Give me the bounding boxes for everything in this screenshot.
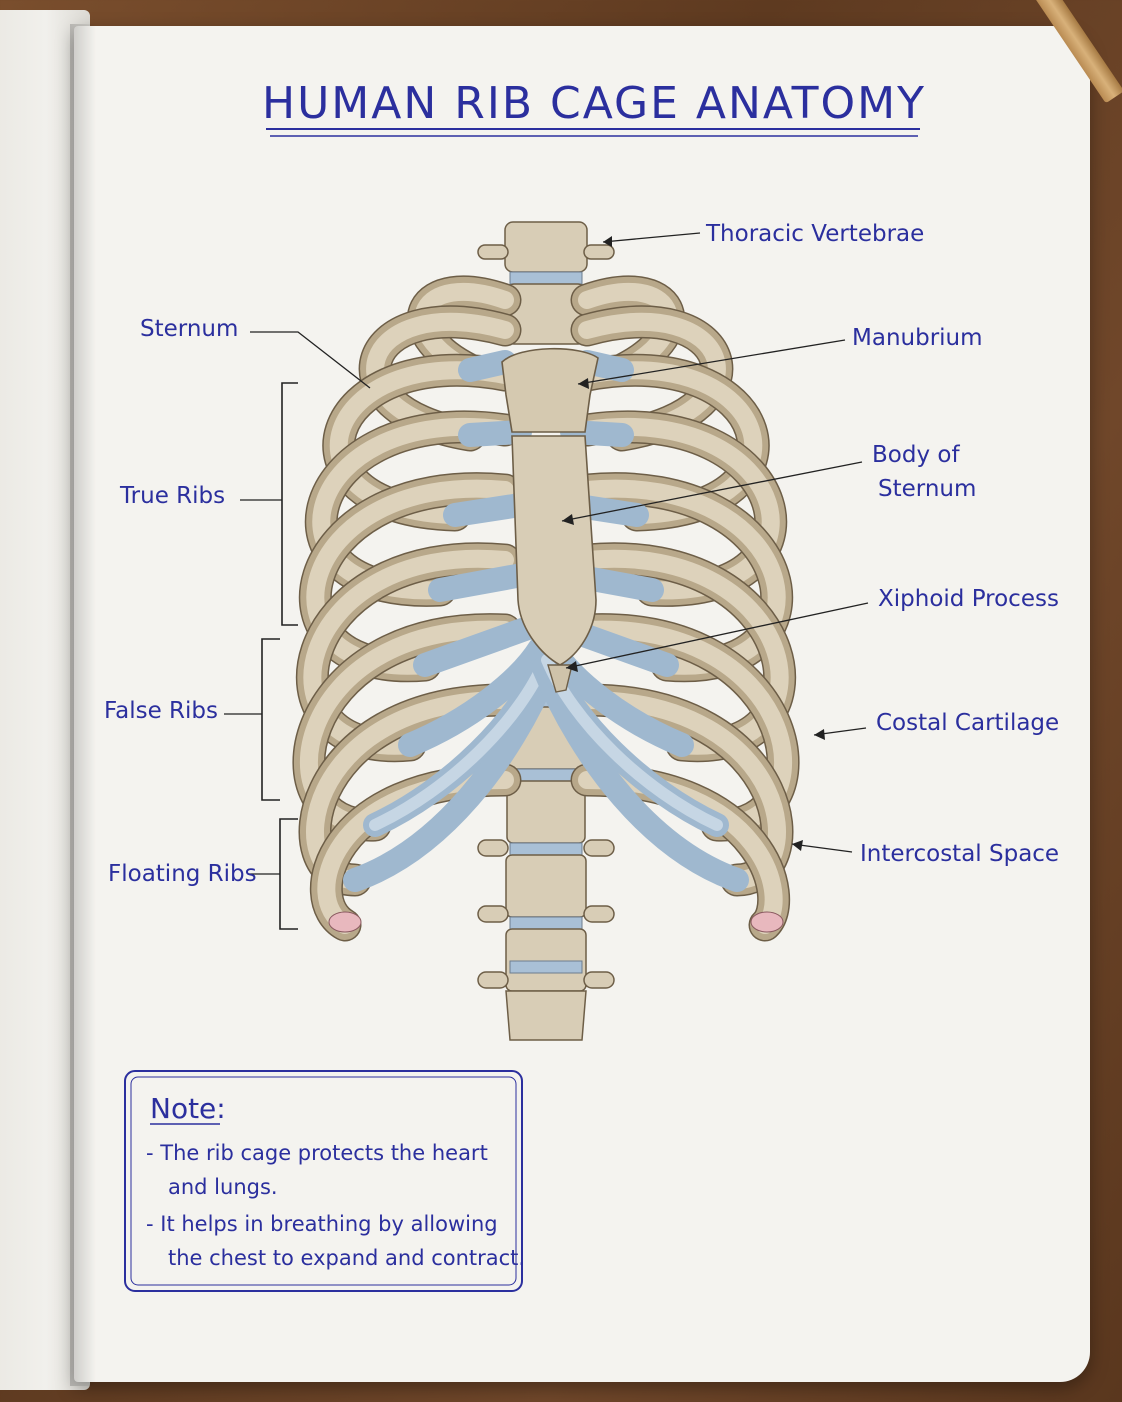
disc <box>509 916 583 930</box>
label-false-ribs: False Ribs <box>104 698 218 724</box>
bracket-floating-ribs <box>279 818 298 930</box>
vertebra <box>504 221 588 273</box>
label-floating-ribs: Floating Ribs <box>108 861 257 887</box>
rib-cage-illustration <box>292 221 800 1041</box>
sternum <box>501 347 599 693</box>
page-title: HUMAN RIB CAGE ANATOMY <box>262 78 926 129</box>
floating-rib-tip <box>328 911 362 933</box>
arrowhead <box>792 840 803 851</box>
arrowhead <box>562 514 574 525</box>
transverse-process <box>583 971 615 989</box>
transverse-process <box>583 839 615 857</box>
leader-xiphoid-process <box>565 602 869 669</box>
note-border <box>124 1070 523 1292</box>
transverse-process <box>477 839 509 857</box>
note-border-inner <box>130 1076 517 1286</box>
vertebra <box>505 854 587 918</box>
label-body-of-sternum-line1: Body of <box>872 442 960 468</box>
vertebra <box>505 928 587 992</box>
leader-thoracic-vertebrae <box>602 232 701 243</box>
label-sternum: Sternum <box>140 316 238 342</box>
disc <box>509 271 583 285</box>
label-intercostal-space: Intercostal Space <box>860 841 1059 867</box>
transverse-process <box>477 905 509 923</box>
manubrium <box>501 347 599 433</box>
leader-body-of-sternum <box>561 461 863 522</box>
cartilage-highlight <box>369 654 551 831</box>
spine <box>477 221 615 1041</box>
left-ribs <box>292 275 522 942</box>
vertebra <box>506 780 586 844</box>
arrowhead <box>566 661 578 672</box>
arrowhead <box>603 236 612 247</box>
cartilage-segment <box>443 493 532 527</box>
label-manubrium: Manubrium <box>852 325 983 351</box>
rib <box>578 620 793 835</box>
xiphoid-process <box>547 664 573 693</box>
arrowhead <box>578 378 589 389</box>
transverse-process <box>583 244 615 260</box>
leader-sternum <box>250 331 371 389</box>
leader-manubrium <box>577 339 846 385</box>
rib <box>299 620 514 835</box>
labels: Thoracic Vertebrae Sternum Manubrium Bod… <box>104 221 1059 887</box>
note-line-4: the chest to expand and contract. <box>168 1246 525 1270</box>
transverse-process <box>477 971 509 989</box>
cartilage-segment <box>343 656 560 892</box>
disc <box>509 842 583 856</box>
cartilage-segment <box>413 616 540 677</box>
cartilage-segment <box>532 656 749 892</box>
bracket-true-ribs <box>281 382 298 626</box>
disc <box>509 960 583 974</box>
label-body-of-sternum-line2: Sternum <box>878 476 976 502</box>
notebook-gutter <box>70 24 96 1386</box>
label-true-ribs: True Ribs <box>119 483 225 509</box>
right-ribs <box>570 275 800 942</box>
vertebra-base <box>505 990 587 1041</box>
cartilage-segment <box>398 636 552 757</box>
label-costal-cartilage: Costal Cartilage <box>876 710 1059 736</box>
cartilage-segment <box>458 350 517 382</box>
label-thoracic-vertebrae: Thoracic Vertebrae <box>705 221 924 247</box>
annotation-lines <box>224 232 869 930</box>
floating-rib-tip <box>750 911 784 933</box>
transverse-process <box>583 905 615 923</box>
cartilage-segment <box>428 563 534 602</box>
label-xiphoid-process: Xiphoid Process <box>878 586 1059 612</box>
note-line-2: and lungs. <box>168 1175 278 1199</box>
transverse-process <box>477 244 509 260</box>
note-box: Note: - The rib cage protects the heart … <box>124 1070 525 1292</box>
note-heading: Note: <box>150 1092 226 1125</box>
bracket-false-ribs <box>261 638 280 801</box>
arrowhead <box>814 729 825 740</box>
note-line-3: - It helps in breathing by allowing <box>146 1212 498 1236</box>
note-line-1: - The rib cage protects the heart <box>146 1141 488 1165</box>
